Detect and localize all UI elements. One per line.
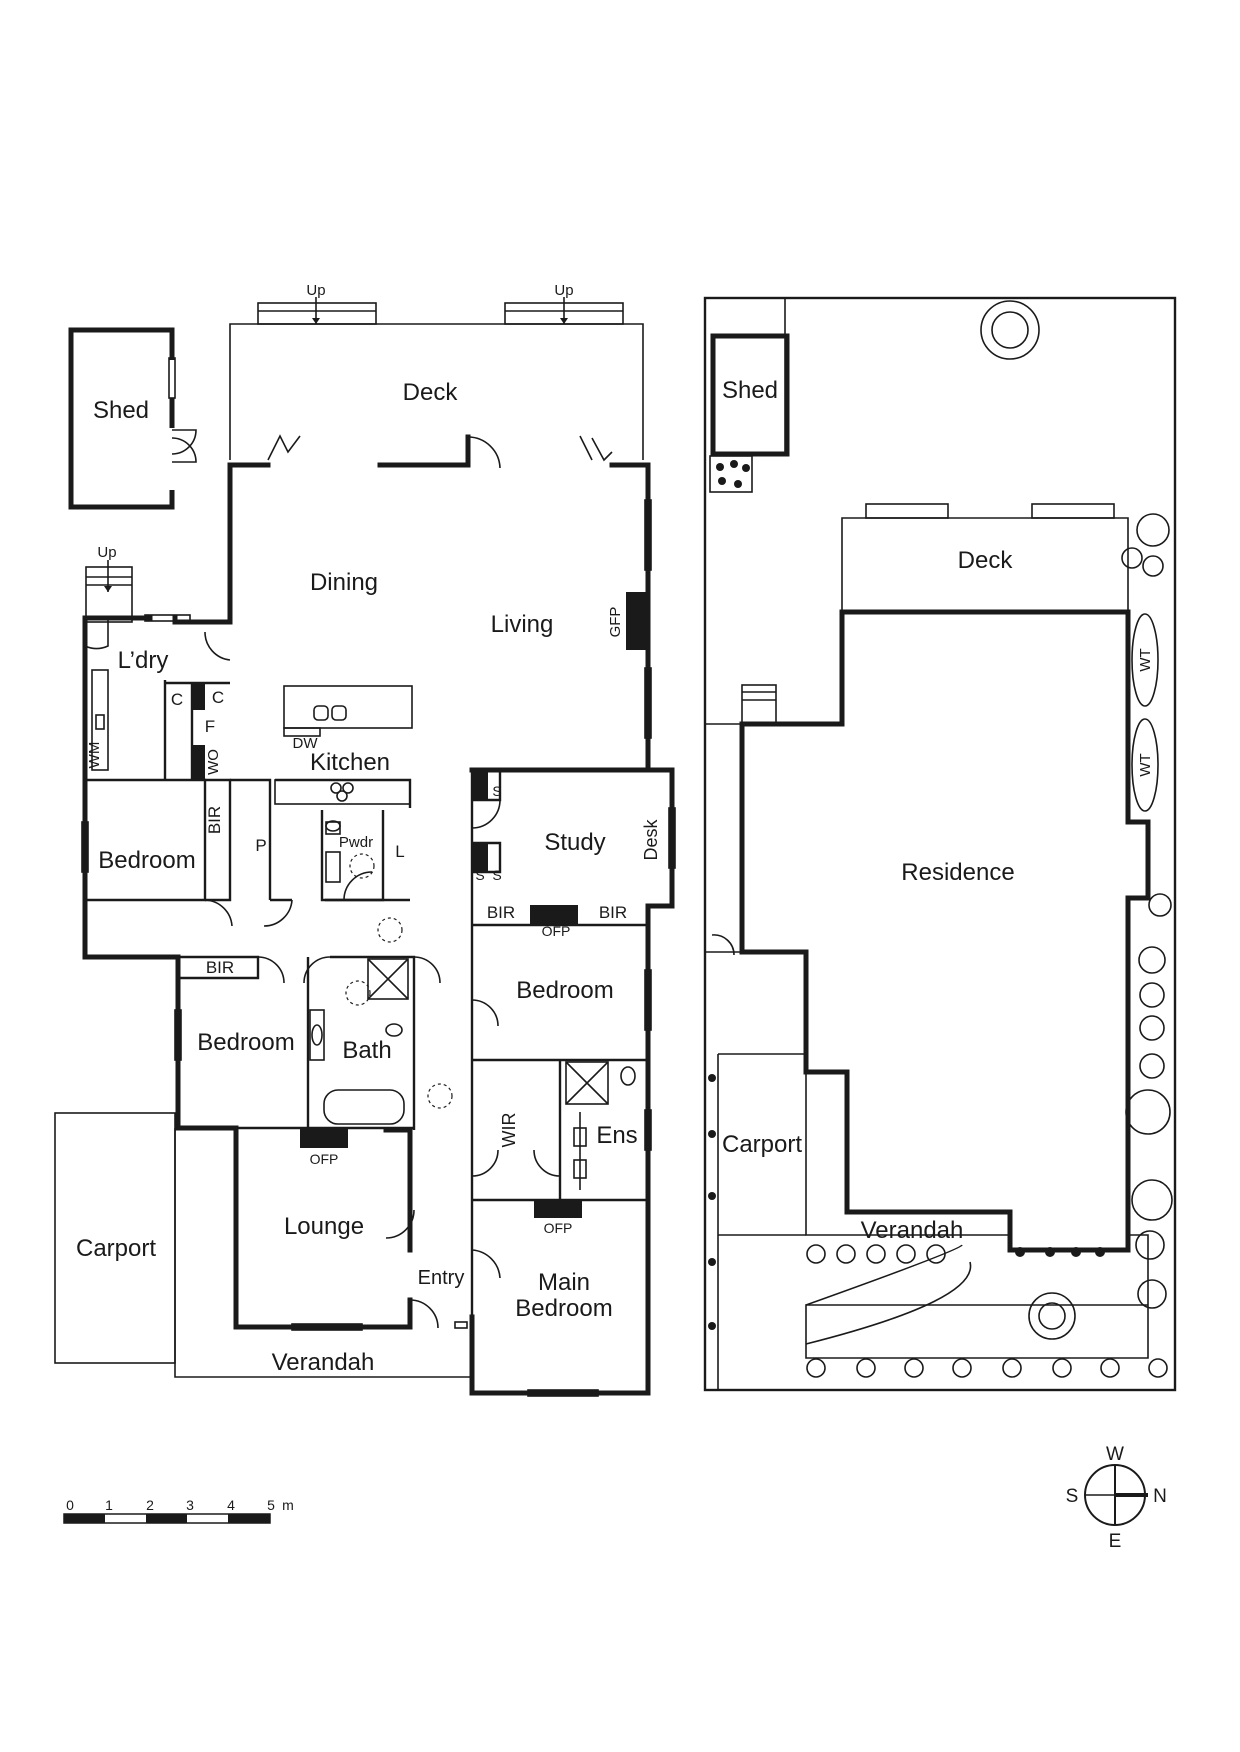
- label-site-shed: Shed: [722, 377, 778, 404]
- scale-tick-3: 3: [186, 1497, 194, 1513]
- label-entry: Entry: [418, 1267, 465, 1289]
- scale-bar: 0 1 2 3 4 5 m: [63, 1497, 294, 1524]
- shed-building: [68, 327, 197, 510]
- label-site-verandah: Verandah: [861, 1217, 964, 1244]
- label-bir-west: BIR: [205, 806, 224, 834]
- label-bedroom-south: Bedroom: [197, 1029, 294, 1056]
- floor-plan: Shed Deck Dining Living L’dry Kitchen Be…: [54, 282, 676, 1397]
- scale-tick-1: 1: [105, 1497, 113, 1513]
- ensuite-fittings: [565, 1061, 636, 1190]
- label-dw: DW: [293, 735, 319, 752]
- label-ofp-main: OFP: [544, 1220, 573, 1236]
- scale-tick-5: 5: [267, 1497, 275, 1513]
- label-s3: S: [475, 867, 484, 883]
- label-lounge: Lounge: [284, 1213, 364, 1240]
- label-bir-north-left: BIR: [487, 903, 515, 922]
- label-gfp: GFP: [607, 607, 624, 638]
- label-verandah-left: Verandah: [272, 1349, 375, 1376]
- label-desk: Desk: [641, 818, 661, 860]
- compass-e: E: [1109, 1531, 1122, 1552]
- label-living: Living: [491, 611, 554, 638]
- label-f: F: [205, 717, 215, 736]
- label-carport-left: Carport: [76, 1235, 156, 1262]
- door-swings: [81, 436, 676, 1397]
- label-c1: C: [171, 690, 183, 709]
- label-s1: S: [475, 783, 484, 799]
- compass-icon: W S N E: [1066, 1444, 1167, 1552]
- label-wt-2: WT: [1137, 753, 1154, 776]
- label-dining: Dining: [310, 569, 378, 596]
- interior-walls: [85, 680, 648, 1317]
- label-l: L: [395, 842, 404, 861]
- label-study: Study: [544, 829, 605, 856]
- label-s2: S: [492, 783, 501, 799]
- label-wo: WO: [205, 749, 222, 775]
- kitchen-fittings: [91, 669, 413, 805]
- label-bedroom-north: Bedroom: [516, 977, 613, 1004]
- compass-s: S: [1066, 1486, 1079, 1507]
- scale-tick-0: 0: [66, 1497, 74, 1513]
- label-bedroom-west: Bedroom: [98, 847, 195, 874]
- label-laundry: L’dry: [118, 647, 169, 674]
- label-bir-south: BIR: [206, 958, 234, 977]
- label-p: P: [255, 836, 266, 855]
- label-site-carport: Carport: [722, 1131, 802, 1158]
- compass-w: W: [1106, 1444, 1124, 1465]
- laundry-stair: [85, 560, 133, 623]
- label-bir-north-right: BIR: [599, 903, 627, 922]
- bath-fittings: [309, 820, 409, 1125]
- label-up-laundry: Up: [97, 544, 116, 561]
- label-bath: Bath: [342, 1037, 391, 1064]
- label-shed: Shed: [93, 397, 149, 424]
- label-site-deck: Deck: [958, 547, 1014, 574]
- scale-tick-2: 2: [146, 1497, 154, 1513]
- fixture-labels: Up Up Up GFP C C F WO WM DW BIR P L S S …: [86, 282, 661, 1236]
- label-up-left: Up: [306, 282, 325, 299]
- room-labels: Shed Deck Dining Living L’dry Kitchen Be…: [76, 379, 638, 1376]
- site-plan: Shed Deck Residence Carport Verandah WT …: [703, 296, 1177, 1392]
- label-deck: Deck: [403, 379, 459, 406]
- scale-tick-4: 4: [227, 1497, 235, 1513]
- label-pwdr: Pwdr: [339, 834, 373, 851]
- label-c2: C: [212, 688, 224, 707]
- label-kitchen: Kitchen: [310, 749, 390, 776]
- solid-fixtures: [191, 592, 648, 1218]
- deck-outline: [229, 297, 644, 462]
- exterior-walls: [82, 434, 675, 1396]
- trees: [708, 300, 1173, 1378]
- carport-verandah-left: [54, 1112, 472, 1378]
- scale-unit: m: [282, 1497, 294, 1513]
- label-site-residence: Residence: [901, 859, 1014, 886]
- label-s4: S: [492, 867, 501, 883]
- label-ens: Ens: [596, 1122, 637, 1149]
- label-wir: WIR: [499, 1113, 519, 1148]
- label-ofp-lounge: OFP: [310, 1151, 339, 1167]
- label-main-bedroom-2: Bedroom: [515, 1295, 612, 1322]
- compass-n: N: [1153, 1486, 1167, 1507]
- site-labels: Shed Deck Residence Carport Verandah WT …: [722, 377, 1154, 1244]
- label-wt-1: WT: [1137, 648, 1154, 671]
- label-up-right: Up: [554, 282, 573, 299]
- label-wm: WM: [86, 742, 103, 769]
- label-main-bedroom-1: Main: [538, 1269, 590, 1296]
- label-ofp-north: OFP: [542, 923, 571, 939]
